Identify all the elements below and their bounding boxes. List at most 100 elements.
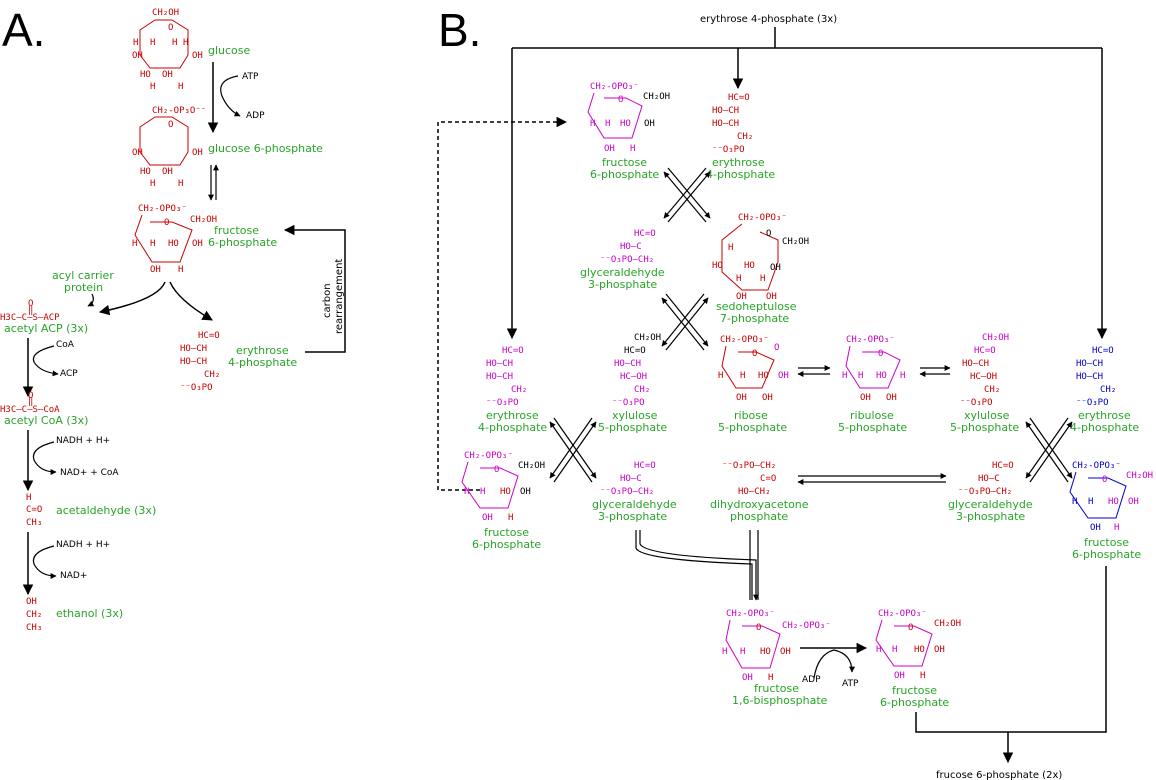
g3p-mid-label-1: glyceraldehyde bbox=[592, 498, 677, 511]
svg-text:CH₂: CH₂ bbox=[634, 385, 650, 395]
xu5p-right-label-2: 5-phosphate bbox=[950, 421, 1019, 434]
e4p-label-a-2: 4-phosphate bbox=[228, 356, 297, 369]
svg-text:HO: HO bbox=[168, 239, 179, 249]
svg-text:CH₂-OP₃O⁻⁻: CH₂-OP₃O⁻⁻ bbox=[152, 106, 206, 116]
svg-text:CH₂-OPO₃⁻: CH₂-OPO₃⁻ bbox=[720, 335, 769, 345]
svg-text:HO: HO bbox=[1108, 497, 1119, 507]
svg-text:CH₂-OPO₃⁻: CH₂-OPO₃⁻ bbox=[738, 213, 787, 223]
svg-text:O: O bbox=[908, 623, 913, 633]
e4p-left-label-1: erythrose bbox=[486, 409, 539, 422]
g3p-upper-label-1: glyceraldehyde bbox=[580, 266, 665, 279]
svg-text:rearrangement: rearrangement bbox=[334, 259, 345, 334]
svg-text:OH: OH bbox=[520, 487, 531, 497]
svg-text:H: H bbox=[718, 371, 723, 381]
acetyl-acp-formula: H3C—C—S—ACP bbox=[0, 313, 60, 323]
e4p-left-label-2: 4-phosphate bbox=[478, 421, 547, 434]
svg-text:HO: HO bbox=[140, 70, 151, 80]
svg-text:⁻⁻O₃PO: ⁻⁻O₃PO bbox=[180, 383, 213, 393]
adp-label-b: ADP bbox=[802, 675, 821, 685]
fbp-label-1: fructose bbox=[754, 682, 799, 695]
svg-text:⁻⁻O₃PO—CH₂: ⁻⁻O₃PO—CH₂ bbox=[958, 487, 1012, 497]
svg-text:CH₂-OPO₃⁻: CH₂-OPO₃⁻ bbox=[464, 451, 513, 461]
svg-text:HC=O: HC=O bbox=[634, 229, 656, 239]
svg-text:HO—CH: HO—CH bbox=[1076, 359, 1103, 369]
svg-text:CH₂-OPO₃⁻: CH₂-OPO₃⁻ bbox=[590, 82, 639, 92]
svg-text:OH: OH bbox=[770, 263, 781, 273]
svg-text:H: H bbox=[892, 645, 897, 655]
f6p-bottom-label-2: 6-phosphate bbox=[880, 696, 949, 709]
dashed-recycle-arrow bbox=[437, 116, 568, 491]
svg-text:CH₃: CH₃ bbox=[26, 518, 42, 528]
svg-text:HO—CH: HO—CH bbox=[180, 344, 207, 354]
s7p-label-1: sedoheptulose bbox=[716, 300, 797, 313]
svg-text:CH₂OH: CH₂OH bbox=[982, 333, 1009, 343]
svg-text:H: H bbox=[590, 119, 595, 129]
svg-text:OH: OH bbox=[742, 673, 753, 683]
svg-text:H: H bbox=[736, 274, 741, 284]
svg-text:H: H bbox=[900, 371, 905, 381]
svg-text:H: H bbox=[858, 371, 863, 381]
svg-text:HO: HO bbox=[500, 487, 511, 497]
crossed-arrows-middle bbox=[661, 293, 709, 351]
svg-text:HC=O: HC=O bbox=[624, 346, 646, 356]
f6p-label-a-2: 6-phosphate bbox=[208, 236, 277, 249]
acetyl-coa-label: acetyl CoA (3x) bbox=[4, 414, 88, 427]
svg-text:CH₂-OPO₃⁻: CH₂-OPO₃⁻ bbox=[846, 335, 895, 345]
svg-text:HO: HO bbox=[140, 167, 151, 177]
svg-text:OH: OH bbox=[162, 70, 173, 80]
svg-text:H: H bbox=[480, 487, 485, 497]
svg-text:OH: OH bbox=[132, 148, 143, 158]
g3p-to-fbp-arrow-outer bbox=[635, 530, 753, 600]
svg-text:CH₂OH: CH₂OH bbox=[190, 215, 217, 225]
svg-text:O: O bbox=[756, 623, 761, 633]
svg-text:HC=O: HC=O bbox=[502, 346, 524, 356]
xu5p-mid-label-2: 5-phosphate bbox=[598, 421, 667, 434]
svg-text:HO—CH: HO—CH bbox=[962, 359, 989, 369]
svg-text:CH₂-OPO₃⁻: CH₂-OPO₃⁻ bbox=[878, 609, 927, 619]
g3p-right-label-2: 3-phosphate bbox=[956, 510, 1025, 523]
f6p-top-label-2: 6-phosphate bbox=[590, 168, 659, 181]
svg-text:HO: HO bbox=[758, 371, 769, 381]
dhap-label-1: dihydroxyacetone bbox=[710, 498, 809, 511]
ribulose5p-label-2: 5-phosphate bbox=[838, 421, 907, 434]
g3p-to-fbp-arrow-inner bbox=[639, 530, 759, 601]
f6p-right-label-1: fructose bbox=[1084, 536, 1129, 549]
svg-text:OH: OH bbox=[736, 393, 747, 403]
e4p-structure-a: HC=O HO—CH HO—CH CH₂ ⁻⁻O₃PO bbox=[180, 331, 220, 393]
svg-text:CH₂: CH₂ bbox=[26, 610, 42, 620]
e4p-top-structure: HC=O HO—CH HO—CH CH₂ ⁻⁻O₃PO bbox=[712, 93, 753, 155]
acp-label: ACP bbox=[60, 369, 78, 379]
nadh-label-1: NADH + H+ bbox=[56, 436, 110, 446]
atp-label-b: ATP bbox=[842, 679, 859, 689]
svg-text:HO: HO bbox=[712, 261, 723, 271]
svg-text:H: H bbox=[1114, 523, 1119, 533]
svg-text:O: O bbox=[1102, 475, 1107, 485]
svg-text:O: O bbox=[618, 95, 623, 105]
crossed-arrows-top bbox=[663, 167, 711, 223]
coa-acp-curve bbox=[32, 345, 59, 377]
svg-text:CH₂OH: CH₂OH bbox=[782, 237, 809, 247]
svg-text:H: H bbox=[740, 371, 745, 381]
svg-text:H: H bbox=[722, 647, 727, 657]
svg-text:H: H bbox=[178, 179, 183, 189]
svg-text:CH₂OH: CH₂OH bbox=[1126, 471, 1153, 481]
ethanol-label: ethanol (3x) bbox=[56, 607, 123, 620]
svg-text:H: H bbox=[150, 82, 155, 92]
top-input-label: erythrose 4-phosphate (3x) bbox=[700, 14, 837, 25]
e4p-top-label-1: erythrose bbox=[712, 156, 765, 169]
svg-text:HC=O: HC=O bbox=[992, 461, 1014, 471]
svg-text:CH₂-OPO₃⁻: CH₂-OPO₃⁻ bbox=[726, 609, 775, 619]
svg-text:O: O bbox=[168, 120, 173, 130]
glucose-label: glucose bbox=[208, 44, 251, 57]
svg-text:CH₂OH: CH₂OH bbox=[634, 333, 661, 343]
dhap-label-2: phosphate bbox=[730, 510, 788, 523]
svg-text:H: H bbox=[1088, 497, 1093, 507]
svg-text:OH: OH bbox=[780, 647, 791, 657]
svg-text:O: O bbox=[168, 23, 173, 33]
